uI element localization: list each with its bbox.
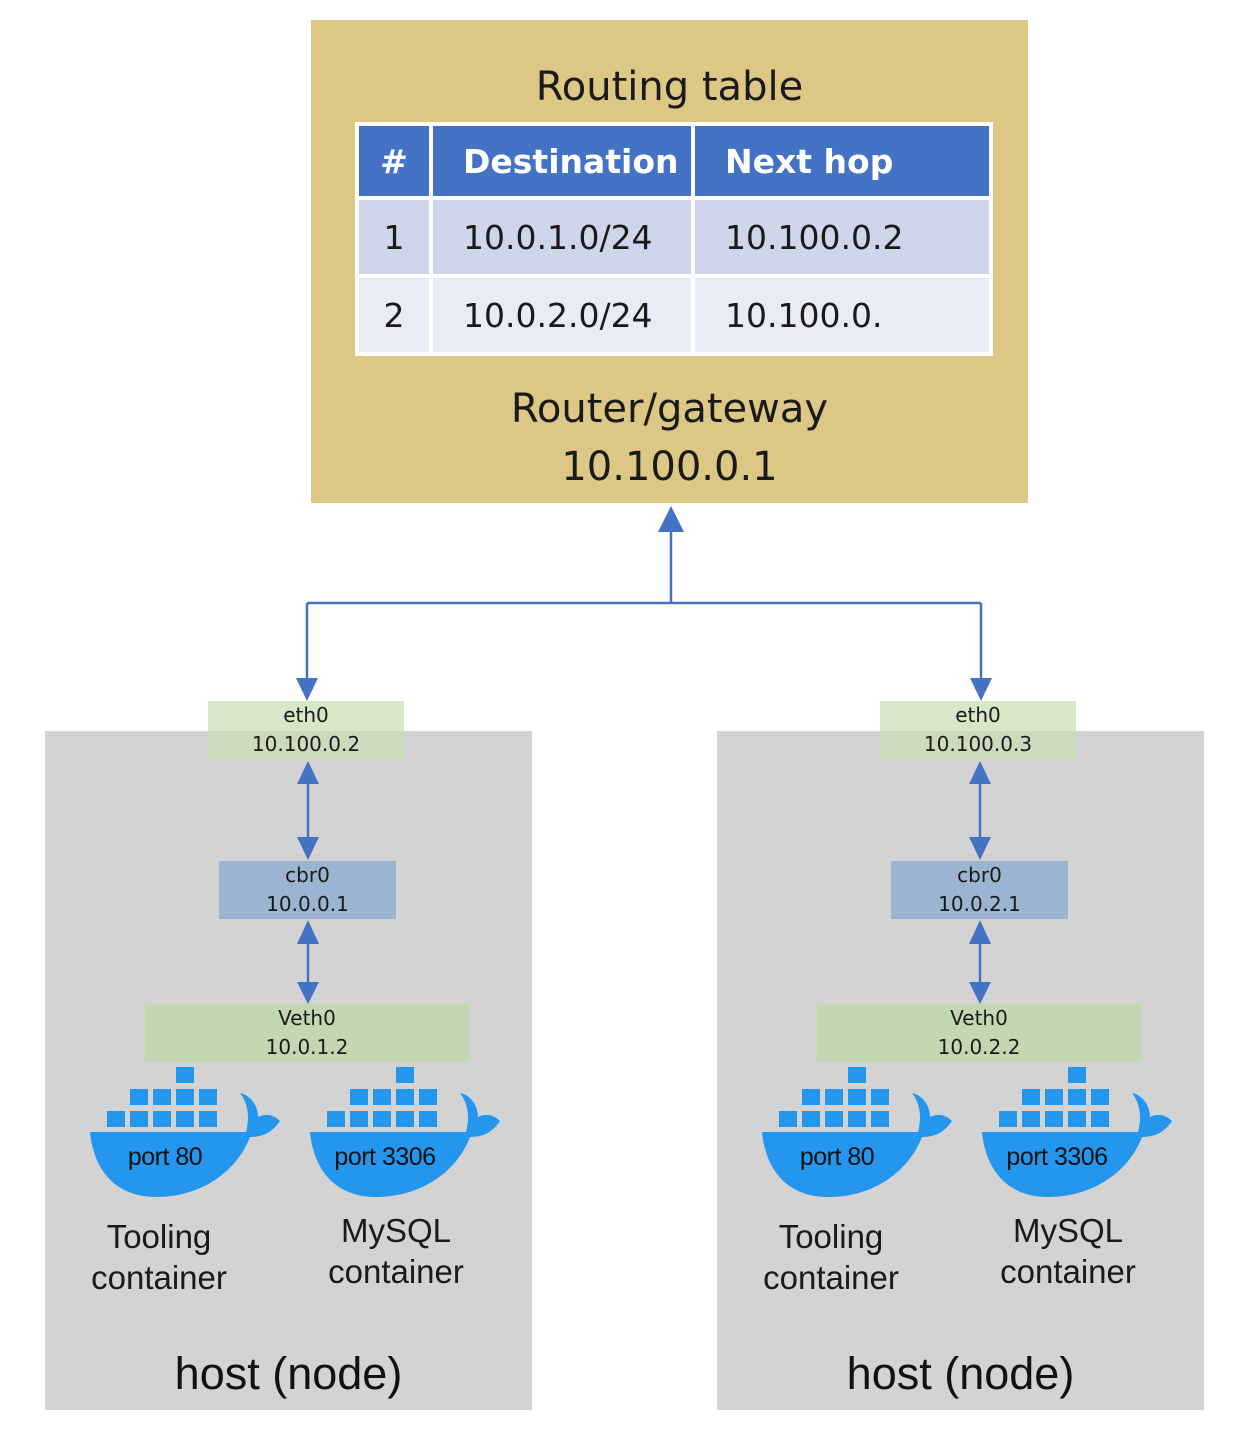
arrow-up-router [658, 506, 684, 532]
docker-whale-icon: port 3306 [982, 1065, 1172, 1205]
router-name: Router/gateway [510, 386, 829, 432]
arrow-down-veth-1 [297, 982, 319, 1004]
router-gateway-box: Routing table # Destination Next hop 1 1… [311, 20, 1028, 503]
docker-whale-icon: port 80 [762, 1065, 952, 1205]
row-next-hop: 10.100.0. [691, 274, 993, 356]
container-name: Tooling container [731, 1216, 931, 1298]
routing-table-title: Routing table [535, 64, 804, 110]
row-next-hop: 10.100.0.2 [691, 196, 993, 278]
routing-table-header: # Destination Next hop [355, 122, 993, 200]
container-name-line1: Tooling [778, 1218, 884, 1255]
whale-graphic [762, 1067, 952, 1197]
container-name-line2: container [328, 1253, 464, 1290]
routing-table: # Destination Next hop 1 10.0.1.0/24 10.… [355, 122, 993, 356]
port-label: port 3306 [334, 1143, 436, 1171]
port-label: port 3306 [1006, 1143, 1108, 1171]
veth0-interface-1: Veth0 10.0.1.2 [145, 1004, 469, 1062]
interface-name: eth0 [955, 703, 1001, 727]
interface-name: Veth0 [278, 1006, 336, 1030]
container-name: Tooling container [59, 1216, 259, 1298]
host-node-2: host (node) [717, 731, 1204, 1410]
arrow-up-eth-2 [969, 761, 991, 784]
arrow-down-eth-1 [296, 678, 318, 701]
interface-name: Veth0 [950, 1006, 1008, 1030]
cbr0-bridge-1: cbr0 10.0.0.1 [219, 861, 396, 919]
arrow-down-veth-2 [969, 982, 991, 1004]
host-node-1: host (node) [45, 731, 532, 1410]
interface-ip: 10.0.2.2 [937, 1035, 1021, 1059]
interface-ip: 10.0.2.1 [938, 892, 1021, 916]
row-destination: 10.0.2.0/24 [429, 274, 695, 356]
whale-graphic [90, 1067, 280, 1197]
router-label: Router/gateway 10.100.0.1 [311, 380, 1028, 496]
cbr0-bridge-2: cbr0 10.0.2.1 [891, 861, 1068, 919]
container-name-line1: MySQL [1012, 1212, 1124, 1249]
whale-graphic [310, 1067, 500, 1197]
interface-name: cbr0 [957, 863, 1002, 887]
arrow-down-eth-2 [970, 678, 992, 701]
arrow-up-cbr-2 [969, 920, 991, 944]
interface-name: eth0 [283, 703, 329, 727]
interface-ip: 10.0.1.2 [265, 1035, 349, 1059]
arrow-up-cbr-1 [297, 920, 319, 944]
port-label: port 80 [127, 1143, 203, 1171]
row-number: 1 [355, 196, 433, 278]
container-name: MySQL container [296, 1210, 496, 1292]
table-row: 2 10.0.2.0/24 10.100.0. [355, 274, 993, 356]
table-row: 1 10.0.1.0/24 10.100.0.2 [355, 196, 993, 278]
row-destination: 10.0.1.0/24 [429, 196, 695, 278]
eth0-interface-2: eth0 10.100.0.3 [880, 701, 1076, 759]
host-label: host (node) [846, 1348, 1075, 1399]
row-number: 2 [355, 274, 433, 356]
interface-ip: 10.0.0.1 [266, 892, 349, 916]
interface-ip: 10.100.0.2 [251, 732, 361, 756]
container-name: MySQL container [968, 1210, 1168, 1292]
veth0-interface-2: Veth0 10.0.2.2 [817, 1004, 1141, 1062]
router-ip: 10.100.0.1 [561, 444, 778, 490]
host-label: host (node) [174, 1348, 403, 1399]
arrow-down-cbr-2 [969, 837, 991, 860]
container-name-line1: MySQL [340, 1212, 452, 1249]
docker-whale-icon: port 80 [90, 1065, 280, 1205]
interface-name: cbr0 [285, 863, 330, 887]
container-name-line2: container [91, 1259, 227, 1296]
port-label: port 80 [799, 1143, 875, 1171]
container-name-line1: Tooling [106, 1218, 212, 1255]
interface-ip: 10.100.0.3 [923, 732, 1033, 756]
whale-graphic [982, 1067, 1172, 1197]
arrow-down-cbr-1 [297, 837, 319, 860]
header-destination: Destination [429, 122, 695, 200]
container-name-line2: container [763, 1259, 899, 1296]
arrow-up-eth-1 [297, 761, 319, 784]
header-number: # [355, 122, 433, 200]
container-name-line2: container [1000, 1253, 1136, 1290]
header-next-hop: Next hop [691, 122, 993, 200]
eth0-interface-1: eth0 10.100.0.2 [208, 701, 404, 759]
docker-whale-icon: port 3306 [310, 1065, 500, 1205]
